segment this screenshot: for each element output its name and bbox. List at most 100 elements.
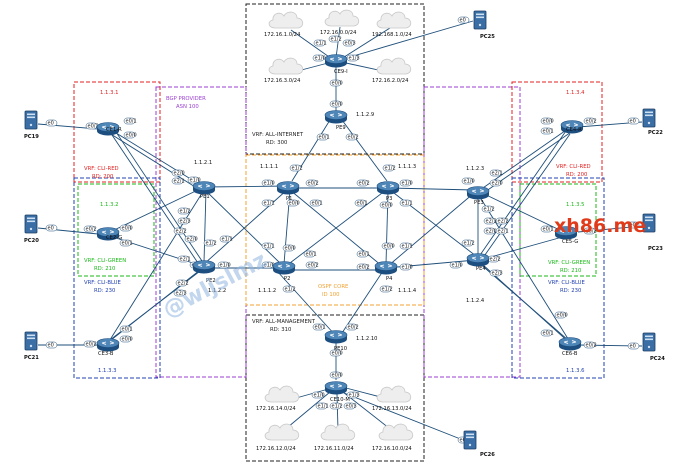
right-green-vrf: VRF: CLI-GREEN xyxy=(548,260,590,266)
svg-text:e0/3: e0/3 xyxy=(345,41,356,47)
router-p2-icon[interactable] xyxy=(272,261,296,275)
pc20-icon[interactable] xyxy=(24,214,38,234)
svg-text:e1/0: e1/0 xyxy=(402,265,413,271)
pe9-id: 1.1.2.9 xyxy=(356,112,374,118)
cloud-172-16-14-0 xyxy=(264,385,300,403)
pc22-icon[interactable] xyxy=(642,108,656,128)
pe10-label: PE10 xyxy=(334,346,347,352)
svg-text:e2/1: e2/1 xyxy=(498,229,509,235)
svg-text:e1/2: e1/2 xyxy=(180,209,191,215)
svg-text:e1/2: e1/2 xyxy=(285,287,296,293)
pe2-label: PE2 xyxy=(206,278,216,284)
watermark-center: @wljslmz xyxy=(159,248,271,323)
cloud-172-16-2-0 xyxy=(376,57,412,75)
svg-text:e0/0: e0/0 xyxy=(332,351,343,357)
left-green-vrf: VRF: CLI-GREEN xyxy=(84,258,126,264)
router-pe4-icon[interactable] xyxy=(466,253,490,267)
svg-text:e2/1: e2/1 xyxy=(492,171,503,177)
router-labels: CE9-I PE9 1.1.2.9 CE1-R CE2-G CE3-B PE1 … xyxy=(98,69,582,403)
cloud-label: 172.16.10.0/24 xyxy=(372,446,412,452)
svg-text:e0/2: e0/2 xyxy=(308,181,319,187)
svg-text:e0/2: e0/2 xyxy=(348,135,359,141)
router-pe1-icon[interactable] xyxy=(192,181,216,195)
zone-labels: VRF: ALL-INTERNET RD: 300 VRF: ALL-MANAG… xyxy=(84,90,591,374)
svg-text:e2/3: e2/3 xyxy=(180,219,191,225)
cloud-label: 172.16.2.0/24 xyxy=(372,78,409,84)
svg-text:e1/0: e1/0 xyxy=(220,263,231,269)
svg-text:e0: e0 xyxy=(48,121,54,127)
svg-text:e0/2: e0/2 xyxy=(86,342,97,348)
left-blue-vrf: VRF: CLI-BLUE xyxy=(84,280,122,286)
p1-id: 1.1.1.1 xyxy=(260,164,278,170)
cloud-172-16-0-0 xyxy=(324,9,360,27)
zone-bgp-left xyxy=(155,86,247,378)
zone-all-internet xyxy=(245,3,425,155)
svg-text:e1/2: e1/2 xyxy=(385,166,396,172)
cloud-172-16-10-0 xyxy=(378,423,414,441)
svg-text:e1/0: e1/0 xyxy=(452,263,463,269)
p1-label: P1 xyxy=(286,196,292,202)
ce6-label: CE6-B xyxy=(562,351,578,357)
p2-id: 1.1.1.2 xyxy=(258,288,276,294)
pc21-icon[interactable] xyxy=(24,331,38,351)
cloud-172-16-11-0 xyxy=(320,423,356,441)
svg-text:e1/2: e1/2 xyxy=(206,241,217,247)
pe1-id: 1.1.2.1 xyxy=(194,160,212,166)
p2-label: P2 xyxy=(284,276,290,282)
svg-text:e0/3: e0/3 xyxy=(346,404,357,410)
svg-text:e0: e0 xyxy=(460,18,466,24)
pc26-icon[interactable] xyxy=(463,430,477,450)
cloud-172-16-13-0 xyxy=(376,385,412,403)
svg-text:e0/2: e0/2 xyxy=(308,263,319,269)
svg-text:e0/0: e0/0 xyxy=(122,337,133,343)
svg-text:e0/0: e0/0 xyxy=(332,81,343,87)
svg-text:e1/2: e1/2 xyxy=(484,207,495,213)
svg-text:e0/2: e0/2 xyxy=(348,325,359,331)
router-p1-icon[interactable] xyxy=(276,181,300,195)
svg-text:e0/0: e0/0 xyxy=(557,313,568,319)
pe4-id: 1.1.2.4 xyxy=(466,298,485,304)
svg-text:e1/1: e1/1 xyxy=(222,237,233,243)
cloud-label: 172.16.0.0/24 xyxy=(320,30,357,36)
ce5-label: CE5-G xyxy=(562,239,578,245)
svg-text:e1/1: e1/1 xyxy=(264,244,275,250)
svg-text:e2/3: e2/3 xyxy=(176,291,187,297)
pc24-icon[interactable] xyxy=(642,332,656,352)
svg-text:e1/0: e1/0 xyxy=(402,181,413,187)
svg-text:e0/1: e0/1 xyxy=(126,119,137,125)
cloud-172-16-3-0 xyxy=(268,57,304,75)
zone-top-vrf: VRF: ALL-INTERNET xyxy=(252,132,304,138)
svg-text:e1/1: e1/1 xyxy=(316,41,327,47)
svg-text:e1/0: e1/0 xyxy=(264,263,275,269)
svg-text:e0/0: e0/0 xyxy=(289,201,300,207)
svg-text:e0/0: e0/0 xyxy=(122,226,133,232)
svg-text:e0/1: e0/1 xyxy=(122,327,133,333)
router-p4-icon[interactable] xyxy=(374,261,398,275)
svg-text:e0/1: e0/1 xyxy=(543,129,554,135)
pc19-icon[interactable] xyxy=(24,110,38,130)
ce1-label: CE1-R xyxy=(106,127,122,133)
router-ce10-icon[interactable] xyxy=(324,381,348,395)
router-p3-icon[interactable] xyxy=(376,181,400,195)
pc25-icon[interactable] xyxy=(473,10,487,30)
svg-text:e0/2: e0/2 xyxy=(88,124,99,130)
svg-text:e0: e0 xyxy=(48,343,54,349)
router-ce6-icon[interactable] xyxy=(558,337,582,351)
zone-right-blue xyxy=(511,177,605,379)
ce4-label: CE4-R xyxy=(566,127,582,133)
svg-text:e0/1: e0/1 xyxy=(315,325,326,331)
router-pe2-icon[interactable] xyxy=(192,260,216,274)
svg-text:e2/1: e2/1 xyxy=(174,179,185,185)
pe9-label: PE9 xyxy=(336,125,346,131)
pc24-label: PC24 xyxy=(650,356,665,362)
svg-text:e0/0: e0/0 xyxy=(332,102,343,108)
router-pe9-icon[interactable] xyxy=(324,110,348,124)
router-ce3-icon[interactable] xyxy=(96,338,120,352)
zone-ospf-line1: OSPF CORE xyxy=(318,284,349,290)
svg-text:e1/3: e1/3 xyxy=(349,56,360,62)
ce10-label: CE10-M xyxy=(330,397,350,403)
router-pe3-icon[interactable] xyxy=(466,186,490,200)
router-ce9-icon[interactable] xyxy=(324,54,348,68)
router-pe10-icon[interactable] xyxy=(324,330,348,344)
svg-text:e0: e0 xyxy=(630,119,636,125)
